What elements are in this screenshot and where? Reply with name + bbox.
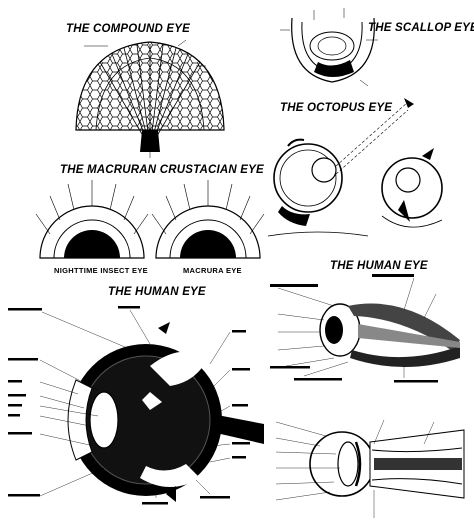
compound-eye-title: THE COMPOUND EYE <box>66 23 190 35</box>
scallop-eye-panel: THE SCALLOP EYE <box>270 0 474 100</box>
human-eye-cross-section-illustration <box>8 306 264 505</box>
octopus-eye-title: THE OCTOPUS EYE <box>280 102 393 114</box>
human-eye-right-title: THE HUMAN EYE <box>330 260 428 272</box>
octopus-eye-panel: THE OCTOPUS EYE <box>258 96 474 246</box>
scallop-eye-illustration <box>280 8 378 87</box>
octopus-eye-illustration <box>267 98 443 237</box>
human-eye-external-illustration <box>270 274 465 518</box>
compound-eye-panel: THE COMPOUND EYE <box>0 0 260 160</box>
macruran-eye-illustration <box>35 180 265 259</box>
scallop-eye-title: THE SCALLOP EYE <box>368 22 474 34</box>
macrura-eye-caption: MACRURA EYE <box>183 266 242 275</box>
human-eye-left-panel: THE HUMAN EYE <box>0 282 264 531</box>
compound-eye-illustration <box>75 39 225 158</box>
human-eye-left-title: THE HUMAN EYE <box>108 286 206 298</box>
macruran-eye-panel: THE MACRURAN CRUSTACIAN EYE NIGHTTIME IN… <box>0 160 270 280</box>
macruran-eye-title: THE MACRURAN CRUSTACIAN EYE <box>60 164 264 176</box>
nighttime-insect-eye-caption: NIGHTTIME INSECT EYE <box>54 266 148 275</box>
human-eye-right-panel: THE HUMAN EYE <box>264 254 474 531</box>
